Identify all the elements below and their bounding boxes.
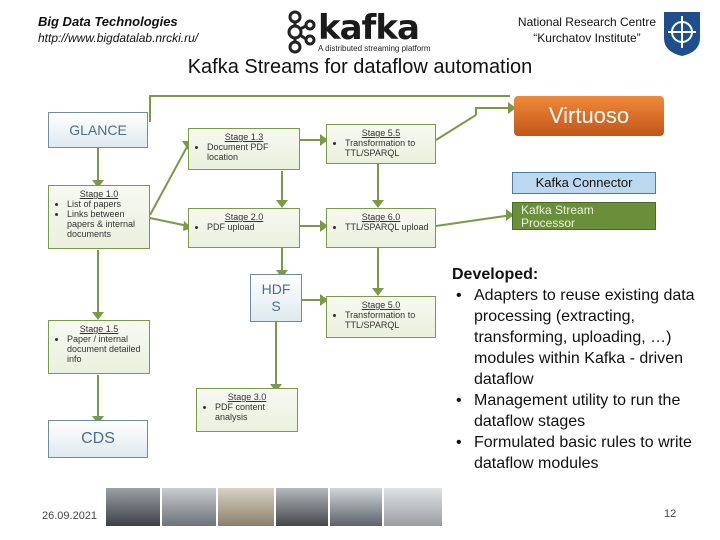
stage-1-3[interactable]: Stage 1.3 Document PDF location (188, 128, 300, 170)
stage-1-3-item: Document PDF location (207, 142, 299, 162)
kurchatov-emblem-icon (664, 12, 700, 56)
stage-1-3-title: Stage 1.3 (224, 132, 264, 142)
stage-5-0-item: Transformation to TTL/SPARQL (345, 310, 435, 330)
developed-item: Formulated basic rules to write dataflow… (452, 432, 712, 474)
stage-1-0-item: List of papers (67, 199, 149, 209)
stage-1-0[interactable]: Stage 1.0 List of papers Links between p… (48, 185, 150, 249)
slide-title: Kafka Streams for dataflow automation (187, 56, 533, 78)
stage-6-0[interactable]: Stage 6.0 TTL/SPARQL upload (326, 208, 436, 248)
stage-2-0-item: PDF upload (207, 222, 299, 232)
virtuoso-node[interactable]: Virtuoso (514, 96, 664, 136)
kafka-stream-label-line1: Kafka Stream (521, 203, 594, 217)
developed-list: Developed: Adapters to reuse existing da… (452, 264, 712, 474)
kafka-logo-text: kafka (318, 8, 420, 48)
kafka-logo-tagline: A distributed streaming platform (318, 44, 431, 53)
hdfs-label-line2: S (271, 298, 281, 314)
stage-1-0-title: Stage 1.0 (79, 189, 119, 199)
kafka-stream-processor-node[interactable]: Kafka Stream Processor (512, 202, 656, 230)
stage-1-5[interactable]: Stage 1.5 Paper / internal document deta… (48, 320, 150, 374)
kafka-stream-label-line2: Processor (521, 216, 576, 230)
stage-2-0-title: Stage 2.0 (224, 212, 264, 222)
institution-line1: National Research Centre (517, 15, 656, 29)
kafka-logo-icon (287, 10, 316, 54)
stage-1-5-item: Paper / internal document detailed info (67, 334, 149, 364)
datacenter-photo (106, 488, 160, 526)
datacenter-photo (276, 488, 328, 526)
datacenter-photo (218, 488, 274, 526)
stage-1-0-item: Links between papers & internal document… (67, 209, 149, 239)
slide-number: 12 (664, 508, 677, 520)
stage-5-5-item: Transformation to TTL/SPARQL (345, 138, 435, 158)
stage-5-5-title: Stage 5.5 (361, 128, 401, 138)
cds-node[interactable]: CDS (48, 420, 148, 458)
stage-3-0-item: PDF content analysis (215, 402, 297, 422)
glance-node[interactable]: GLANCE (48, 112, 148, 148)
stage-1-5-title: Stage 1.5 (79, 324, 119, 334)
header-url[interactable]: http://www.bigdatalab.nrcki.ru/ (38, 31, 199, 45)
hdfs-node[interactable]: HDF S (250, 274, 302, 322)
footer-date: 26.09.2021 (42, 510, 98, 522)
datacenter-photo (162, 488, 216, 526)
header-title: Big Data Technologies (38, 14, 178, 29)
hdfs-label-line1: HDF (261, 281, 291, 297)
datacenter-photo (384, 488, 442, 526)
developed-item: Adapters to reuse existing data processi… (452, 285, 712, 390)
developed-heading: Developed: (452, 266, 539, 283)
stage-3-0-title: Stage 3.0 (227, 392, 267, 402)
institution-line2: “Kurchatov Institute” (533, 31, 641, 45)
stage-6-0-title: Stage 6.0 (361, 212, 401, 222)
stage-3-0[interactable]: Stage 3.0 PDF content analysis (196, 388, 298, 432)
developed-item: Management utility to run the dataflow s… (452, 390, 712, 432)
stage-5-5[interactable]: Stage 5.5 Transformation to TTL/SPARQL (326, 124, 436, 164)
stage-6-0-item: TTL/SPARQL upload (345, 222, 435, 232)
kafka-connector-node[interactable]: Kafka Connector (512, 172, 656, 194)
stage-5-0[interactable]: Stage 5.0 Transformation to TTL/SPARQL (326, 296, 436, 338)
stage-2-0[interactable]: Stage 2.0 PDF upload (188, 208, 300, 248)
institution-name: National Research Centre “Kurchatov Inst… (518, 14, 656, 46)
stage-5-0-title: Stage 5.0 (361, 300, 401, 310)
datacenter-photo (330, 488, 382, 526)
